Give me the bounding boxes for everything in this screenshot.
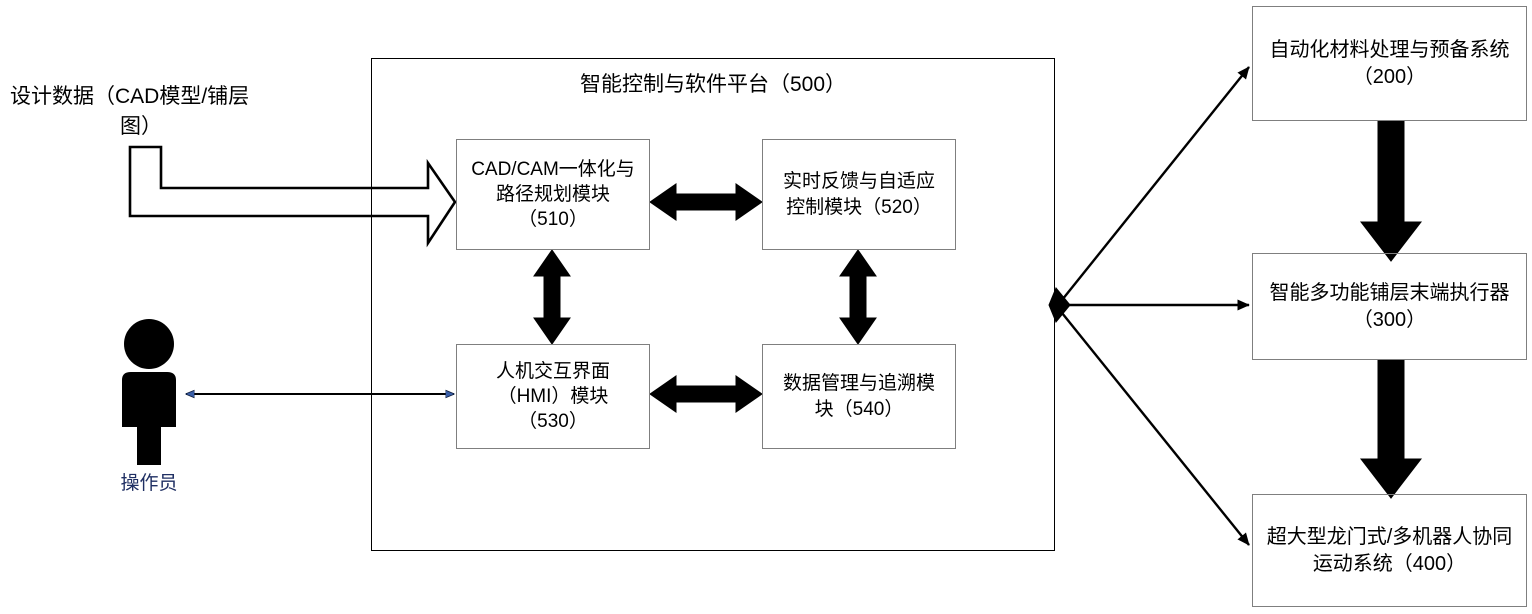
subsystem-400[interactable]: 超大型龙门式/多机器人协同 运动系统（400） xyxy=(1252,494,1527,607)
platform-title: 智能控制与软件平台（500） xyxy=(579,73,847,96)
subsystem-400-label: 超大型龙门式/多机器人协同 运动系统（400） xyxy=(1266,526,1513,575)
subsystem-200-label: 自动化材料处理与预备系统 （200） xyxy=(1269,39,1510,88)
connector-design-data-to-510 xyxy=(128,145,457,248)
design-data-line-2: 图） xyxy=(120,114,162,138)
module-530-label: 人机交互界面 （HMI）模块 （530） xyxy=(495,360,610,433)
input-design-data-label: 设计数据（CAD模型/铺层 图） xyxy=(10,82,300,142)
module-540-label: 数据管理与追溯模 块（540） xyxy=(782,373,935,420)
connector-200-to-300 xyxy=(1359,120,1423,262)
module-530[interactable]: 人机交互界面 （HMI）模块 （530） xyxy=(456,344,650,449)
module-540[interactable]: 数据管理与追溯模 块（540） xyxy=(762,344,956,449)
operator-label: 操作员 xyxy=(120,473,178,494)
module-520[interactable]: 实时反馈与自适应 控制模块（520） xyxy=(762,139,956,250)
connector-300-to-400 xyxy=(1359,359,1423,499)
design-data-line-1: 设计数据（CAD模型/铺层 xyxy=(10,85,250,108)
module-520-label: 实时反馈与自适应 控制模块（520） xyxy=(782,171,935,218)
subsystem-200[interactable]: 自动化材料处理与预备系统 （200） xyxy=(1252,6,1527,121)
subsystem-300-label: 智能多功能铺层末端执行器 （300） xyxy=(1269,282,1510,331)
module-510[interactable]: CAD/CAM一体化与 路径规划模块 （510） xyxy=(456,139,650,250)
platform-container xyxy=(371,58,1055,551)
connector-platform-to-200 xyxy=(1057,66,1250,306)
person-icon xyxy=(122,319,176,465)
subsystem-300[interactable]: 智能多功能铺层末端执行器 （300） xyxy=(1252,253,1527,360)
module-510-label: CAD/CAM一体化与 路径规划模块 （510） xyxy=(471,158,635,231)
connector-platform-to-400 xyxy=(1057,307,1250,546)
